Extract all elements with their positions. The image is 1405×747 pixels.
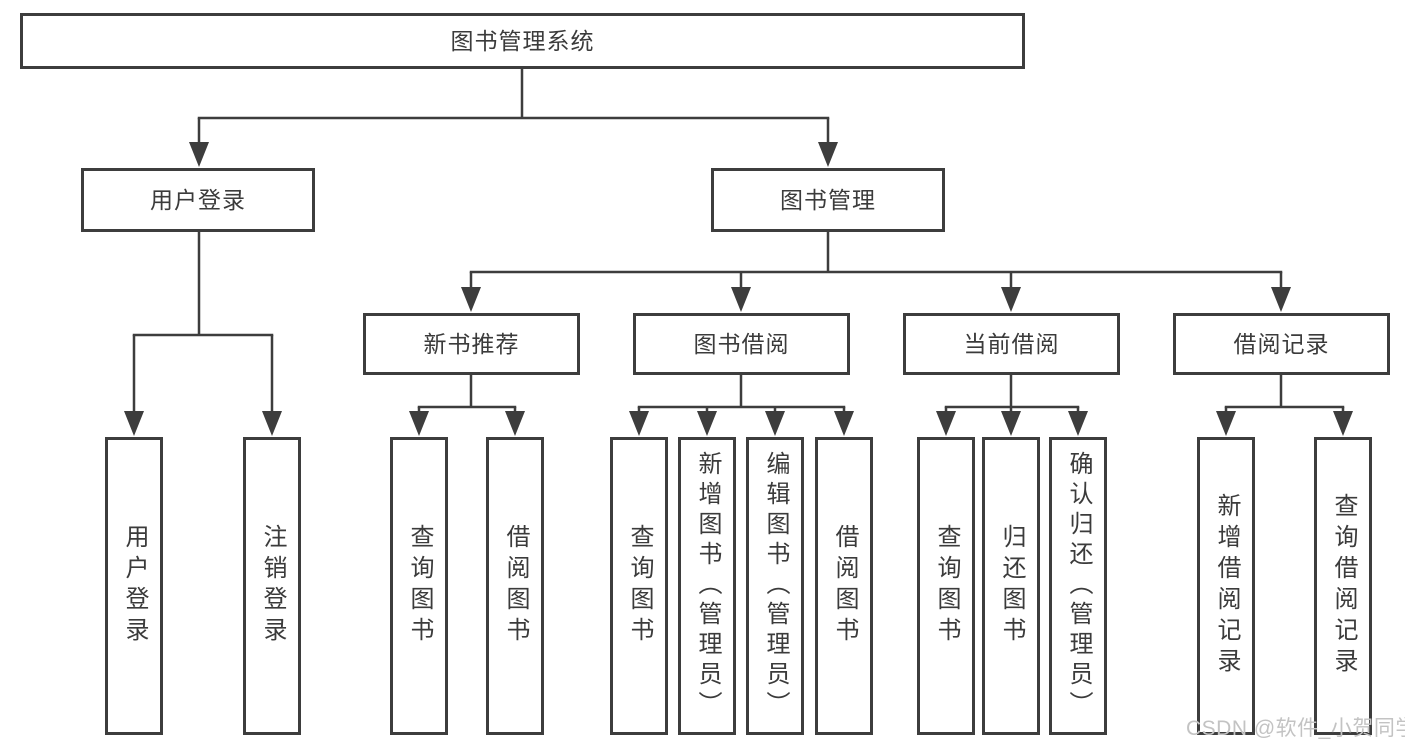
leaf-query-books-recommend-label: 查询图书: [406, 524, 433, 648]
node-user-login-label: 用户登录: [150, 186, 246, 213]
leaf-query-borrow-record: 查询借阅记录: [1314, 437, 1372, 735]
node-book-management-label: 图书管理: [780, 186, 876, 213]
node-user-login: 用户登录: [81, 168, 315, 232]
connector-new-book-recommend: [409, 375, 525, 436]
leaf-confirm-return-admin: 确认归还（管理员）: [1049, 437, 1107, 735]
leaf-borrow-books: 借阅图书: [815, 437, 873, 735]
leaf-edit-books-admin: 编辑图书（管理员）: [746, 437, 804, 735]
leaf-add-borrow-record-label: 新增借阅记录: [1213, 493, 1240, 679]
leaf-user-login: 用户登录: [105, 437, 163, 735]
connector-user-login: [124, 232, 282, 436]
connector-borrow-records: [1216, 375, 1353, 436]
leaf-borrow-books-recommend: 借阅图书: [486, 437, 544, 735]
node-new-book-recommend-label: 新书推荐: [423, 330, 520, 357]
leaf-query-borrow-record-label: 查询借阅记录: [1330, 493, 1357, 679]
leaf-borrow-books-recommend-label: 借阅图书: [502, 524, 529, 648]
leaf-return-books: 归还图书: [982, 437, 1040, 735]
connector-current-borrow: [936, 375, 1088, 436]
leaf-logout-login-label: 注销登录: [259, 524, 286, 648]
connector-book-management: [461, 232, 1291, 312]
node-borrow-records: 借阅记录: [1173, 313, 1390, 375]
node-borrow-records-label: 借阅记录: [1233, 330, 1330, 357]
leaf-confirm-return-admin-label: 确认归还（管理员）: [1065, 451, 1092, 721]
leaf-edit-books-admin-label: 编辑图书（管理员）: [762, 451, 789, 721]
node-current-borrow-label: 当前借阅: [963, 330, 1060, 357]
connector-book-borrow: [629, 375, 854, 436]
leaf-user-login-label: 用户登录: [121, 524, 148, 648]
leaf-query-books-recommend: 查询图书: [390, 437, 448, 735]
node-current-borrow: 当前借阅: [903, 313, 1120, 375]
leaf-add-books-admin-label: 新增图书（管理员）: [694, 451, 721, 721]
leaf-add-books-admin: 新增图书（管理员）: [678, 437, 736, 735]
leaf-return-books-label: 归还图书: [998, 524, 1025, 648]
leaf-query-books-current: 查询图书: [917, 437, 975, 735]
leaf-borrow-books-label: 借阅图书: [831, 524, 858, 648]
leaf-add-borrow-record: 新增借阅记录: [1197, 437, 1255, 735]
leaf-query-books-borrow-label: 查询图书: [626, 524, 653, 648]
node-book-borrow: 图书借阅: [633, 313, 850, 375]
watermark: CSDN @软件_小贺同学: [1186, 717, 1405, 740]
node-book-borrow-label: 图书借阅: [693, 330, 790, 357]
leaf-query-books-borrow: 查询图书: [610, 437, 668, 735]
node-new-book-recommend: 新书推荐: [363, 313, 580, 375]
node-root-label: 图书管理系统: [450, 27, 595, 54]
node-book-management: 图书管理: [711, 168, 945, 232]
leaf-query-books-current-label: 查询图书: [933, 524, 960, 648]
leaf-logout-login: 注销登录: [243, 437, 301, 735]
connector-root: [189, 69, 838, 167]
node-root: 图书管理系统: [20, 13, 1025, 69]
